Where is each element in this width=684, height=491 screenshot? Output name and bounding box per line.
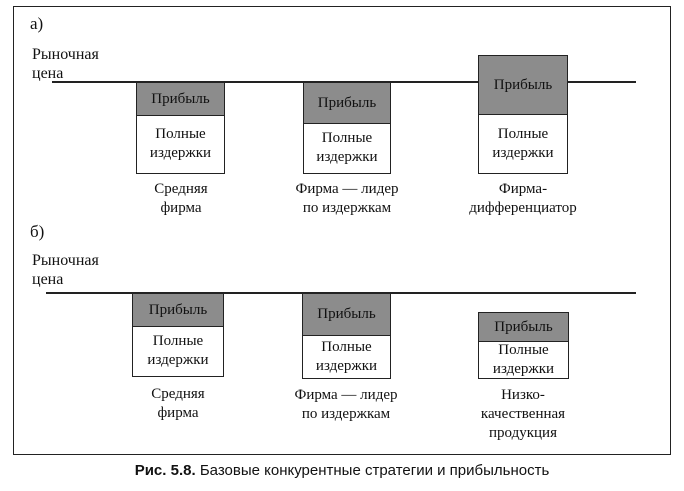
panel-b-price-line [46,292,636,294]
profit-segment: Прибыль [304,83,390,124]
costs-segment: Полные издержки [147,333,209,368]
panel-a-price-label: Рыночная цена [32,46,99,82]
panel-b-cost-leader-bar: Прибыль Полные издержки [302,293,391,379]
panel-b-average-firm-bar: Прибыль Полные издержки [132,293,224,377]
panel-a-differentiator-caption: Фирма- дифференциатор [469,181,577,216]
panel-a-average-firm-caption: Средняя фирма [154,181,208,216]
diagram-frame [13,6,671,455]
panel-a-cost-leader-caption: Фирма — лидер по издержкам [295,181,399,216]
panel-b-cost-leader-caption: Фирма — лидер по издержкам [294,387,398,422]
figure-title: Базовые конкурентные стратегии и прибыль… [199,462,550,479]
costs-segment: Полные издержки [492,125,554,161]
profit-segment: Прибыль [479,313,568,342]
panel-b-low-quality-bar: Прибыль Полные издержки [478,312,569,379]
costs-segment: Полные издержки [316,130,378,165]
panel-a-cost-leader-bar: Прибыль Полные издержки [303,82,391,174]
profit-segment: Прибыль [137,83,224,116]
panel-b-label: б) [30,222,45,241]
profit-segment: Прибыль [303,294,390,336]
figure-number: Рис. 5.8. [134,462,196,479]
profit-segment: Прибыль [479,56,567,115]
panel-b-price-label: Рыночная цена [32,252,99,288]
panel-a-differentiator-bar: Прибыль Полные издержки [478,55,568,174]
panel-a-price-line [52,81,636,83]
costs-segment: Полные издержки [149,126,212,161]
profit-segment: Прибыль [133,294,223,327]
panel-a-average-firm-bar: Прибыль Полные издержки [136,82,225,174]
panel-a-label: а) [30,14,44,33]
figure-caption: Рис. 5.8. Базовые конкурентные стратегии… [0,462,684,479]
costs-segment: Полные издержки [492,341,555,377]
panel-b-average-firm-caption: Средняя фирма [151,386,205,421]
costs-segment: Полные издержки [315,338,378,374]
panel-b-low-quality-caption: Низко- качественная продукция [480,387,566,441]
